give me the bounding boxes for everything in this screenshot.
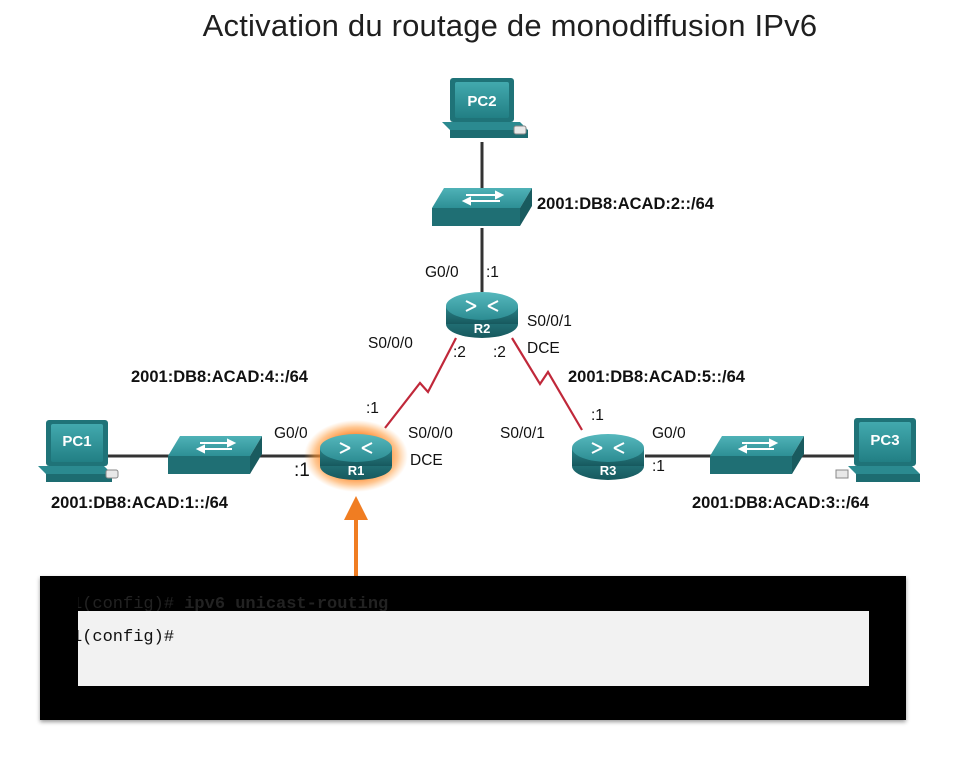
- serial-link-r1-r2: [384, 337, 457, 429]
- r1-s000-label: S0/0/0: [408, 425, 453, 442]
- pointer-arrow: [344, 496, 368, 578]
- r1-label: R1: [348, 463, 365, 478]
- cli-history-command: ipv6 unicast-routing: [184, 595, 389, 611]
- r3-s001-label: S0/0/1: [500, 425, 545, 442]
- cli-current-prompt: 1(config)#: [78, 628, 175, 647]
- links: [108, 142, 858, 458]
- net3-label: 2001:DB8:ACAD:3::/64: [692, 494, 870, 512]
- switch-left-icon: [168, 436, 262, 474]
- r2-s001-label: S0/0/1: [527, 313, 572, 330]
- net1-label: 2001:DB8:ACAD:1::/64: [51, 494, 229, 512]
- switch-top-icon: [432, 188, 532, 226]
- r3-g00-host: :1: [652, 458, 665, 475]
- pc2-label: PC2: [467, 93, 496, 110]
- r2-s000-label: S0/0/0: [368, 335, 413, 352]
- r2-icon: R2: [446, 292, 518, 338]
- r2-label: R2: [474, 321, 491, 336]
- cli-input-area[interactable]: 1(config)#: [78, 611, 869, 686]
- topology-diagram: PC2 R2 PC1: [38, 78, 920, 578]
- r2-s001-host: :2: [493, 344, 506, 361]
- cli-history-prompt: 1(config)#: [78, 595, 185, 611]
- net5-label: 2001:DB8:ACAD:5::/64: [568, 368, 746, 386]
- r2-g00-host: :1: [486, 264, 499, 281]
- r3-label: R3: [600, 463, 617, 478]
- r2-g00-label: G0/0: [425, 264, 459, 281]
- net2-label: 2001:DB8:ACAD:2::/64: [537, 195, 715, 213]
- r3-s001-host: :1: [591, 407, 604, 424]
- r3-g00-label: G0/0: [652, 425, 686, 442]
- pc2-icon: PC2: [442, 78, 528, 138]
- r1-g00-host: :1: [294, 460, 310, 481]
- r1-icon: R1: [304, 420, 408, 492]
- cli-history: 1(config)# ipv6 unicast-routing: [78, 592, 869, 611]
- net4-label: 2001:DB8:ACAD:4::/64: [131, 368, 309, 386]
- switch-right-icon: [710, 436, 804, 474]
- cli-history-line: 1(config)# ipv6 unicast-routing: [78, 595, 388, 611]
- pc1-label: PC1: [62, 433, 91, 450]
- r1-s000-dce: DCE: [410, 452, 443, 469]
- r1-g00-label: G0/0: [274, 425, 308, 442]
- cli-console: 1(config)# ipv6 unicast-routing 1(config…: [40, 576, 906, 720]
- pc3-icon: PC3: [835, 418, 920, 482]
- r1-s000-host: :1: [366, 400, 379, 417]
- pc3-label: PC3: [870, 432, 899, 449]
- serial-link-r2-r3: [511, 337, 583, 431]
- r2-s000-host: :2: [453, 344, 466, 361]
- r3-icon: R3: [572, 434, 644, 480]
- r2-s001-dce: DCE: [527, 340, 560, 357]
- pc1-icon: PC1: [38, 420, 119, 482]
- page-title: Activation du routage de monodiffusion I…: [202, 8, 818, 43]
